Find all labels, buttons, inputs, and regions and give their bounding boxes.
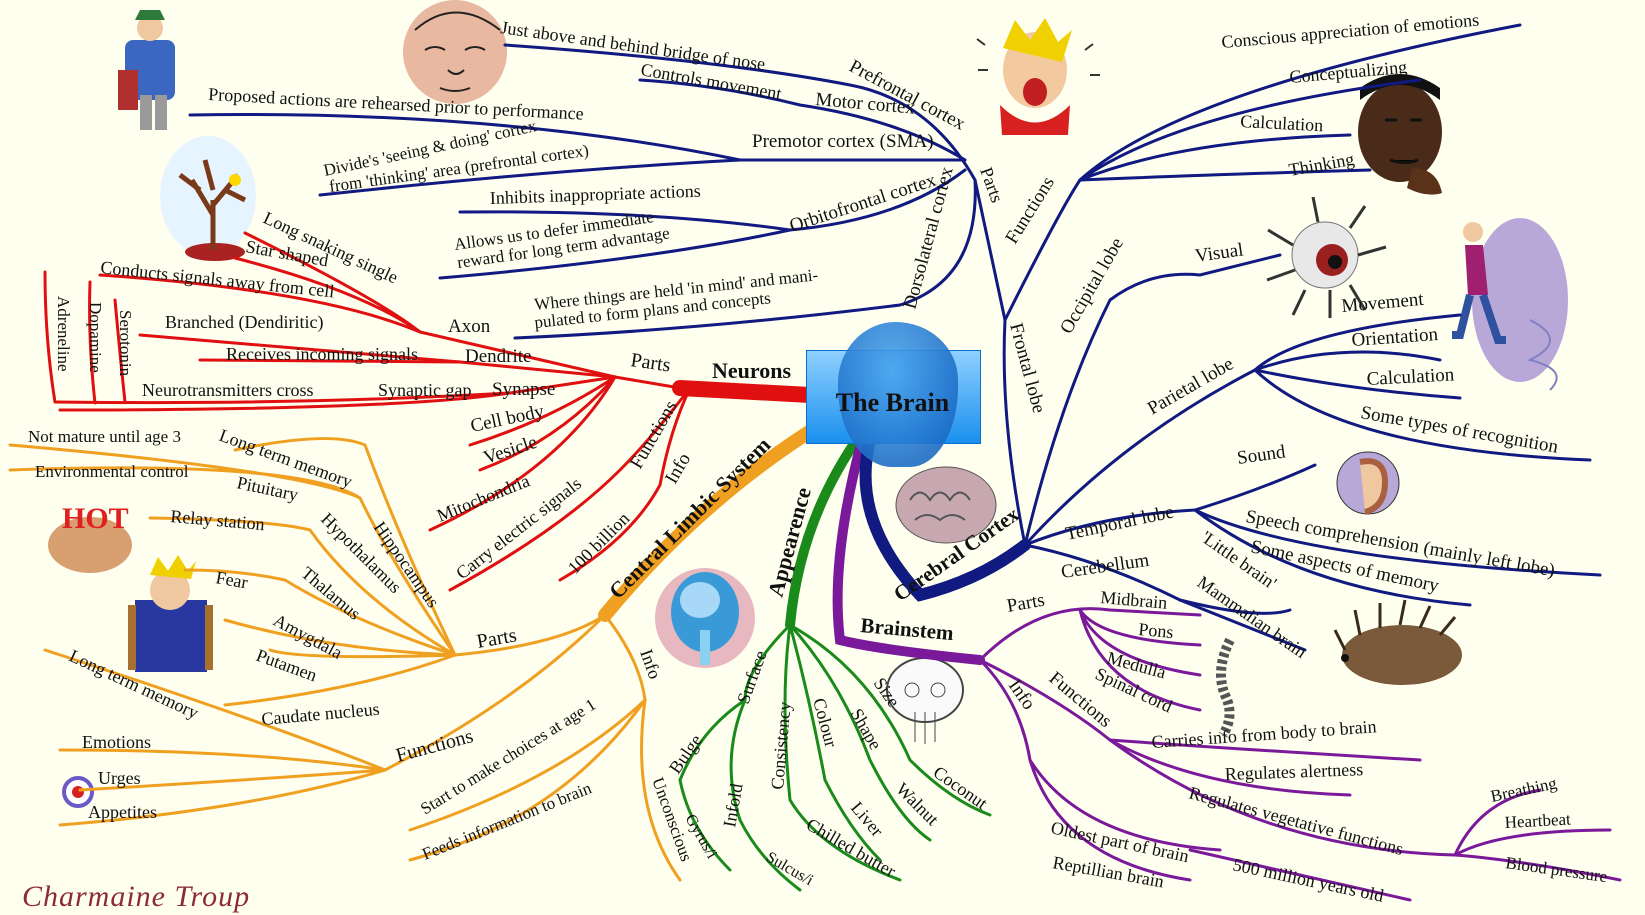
cortex-temporal-lobe: Temporal lobe	[1064, 501, 1176, 544]
man-sitting-icon	[118, 10, 175, 130]
face-icon	[403, 0, 507, 104]
connector-lines	[8, 23, 1622, 902]
tree-icon	[160, 136, 256, 261]
limbic-functions-label: Functions	[394, 725, 476, 767]
vegetative-blood-pressure: Blood pressure	[1504, 853, 1608, 886]
shouting-boy-icon	[976, 18, 1100, 135]
neurons-title: Neurons	[712, 358, 791, 383]
cerebellum-mammalian-brain: Mammalian brain	[1194, 572, 1311, 662]
thalamus-relay-station: Relay station	[170, 506, 266, 534]
shape-label: Shape	[847, 705, 886, 753]
svg-text:HOT: HOT	[62, 502, 129, 535]
neurons-parts-label: Parts	[629, 349, 672, 376]
function-appetites: Appetites	[88, 802, 157, 822]
hypothalamus-environmental-control: Environmental control	[35, 462, 189, 481]
author-signature: Charmaine Troup	[22, 880, 251, 913]
orbitofrontal-item-inhibits: Inhibits inappropriate actions	[489, 181, 701, 208]
running-man-icon	[1452, 218, 1568, 391]
dendrite-item-branched: Branched (Dendiritic)	[165, 312, 323, 333]
vegetative-heartbeat: Heartbeat	[1504, 810, 1571, 832]
info-reptillian-brain: Reptillian brain	[1051, 852, 1165, 891]
ear-icon	[1336, 451, 1400, 515]
function-alertness: Regulates alertness	[1224, 759, 1363, 784]
info-500-million: 500 million years old	[1231, 854, 1385, 905]
colour-liver: Liver	[847, 798, 887, 841]
brain-icon	[895, 466, 997, 544]
neurons-synapse: Synapse	[492, 379, 555, 400]
function-vegetative: Regulates vegetative functions	[1187, 783, 1406, 860]
surface-bulge: Bulge	[665, 731, 706, 778]
chemical-serotonin: Serotonin	[116, 310, 135, 377]
part-putamen: Putamen	[254, 645, 320, 685]
part-premotor-cortex: Premotor cortex (SMA)	[752, 131, 934, 152]
hedgehog-icon	[1333, 599, 1462, 685]
neurons-axon: Axon	[448, 316, 491, 337]
occipital-visual: Visual	[1194, 239, 1245, 267]
head-xray-icon	[655, 568, 755, 668]
dendrite-item-receives: Receives incoming signals	[226, 344, 418, 364]
head-silhouette-icon	[838, 322, 958, 467]
temporal-sound: Sound	[1236, 441, 1288, 469]
hippocampus-not-mature: Not mature until age 3	[28, 427, 181, 446]
function-calculation: Calculation	[1240, 111, 1324, 135]
surface-label: Surface	[733, 648, 771, 707]
chemical-dopamine: Dopamine	[86, 302, 105, 373]
chemical-adreneline: Adreneline	[54, 296, 73, 372]
spine-icon	[1216, 637, 1235, 738]
eyeball-icon	[1266, 196, 1387, 318]
frontal-functions-label: Functions	[1001, 173, 1059, 248]
size-coconut: Coconut	[930, 762, 991, 813]
function-urges: Urges	[98, 768, 141, 788]
prefrontal-item: Just above and behind bridge of nose	[499, 17, 766, 74]
center-title: The Brain	[835, 388, 950, 417]
cortex-occipital-lobe: Occipital lobe	[1056, 234, 1128, 337]
function-conscious-emotions: Conscious appreciation of emotions	[1221, 10, 1480, 52]
parietal-calculation: Calculation	[1366, 364, 1455, 390]
scared-boy-icon	[128, 555, 213, 672]
thinking-man-icon	[1358, 74, 1442, 195]
part-orbitofrontal-cortex: Orbitofrontal cortex	[787, 170, 939, 237]
brainstem-info-label: Info	[1004, 676, 1039, 714]
neurons-dendrite: Dendrite	[465, 346, 531, 367]
cortex-cerebellum: Cerebellum	[1060, 550, 1151, 583]
consistency-label: Consistency	[767, 701, 795, 790]
vegetative-breathing: Breathing	[1489, 773, 1559, 806]
cortex-frontal-lobe: Frontal lobe	[1005, 321, 1049, 416]
neurons-neurotransmitters: Neurotransmitters cross	[142, 380, 313, 400]
hot-icon: HOT	[48, 502, 132, 573]
amygdala-fear: Fear	[214, 567, 249, 592]
function-carries-info: Carries info from body to brain	[1151, 716, 1377, 752]
brainstem-title: Brainstem	[860, 613, 956, 645]
shape-walnut: Walnut	[892, 779, 943, 830]
target-icon	[62, 776, 94, 808]
part-caudate-nucleus: Caudate nucleus	[261, 699, 381, 729]
part-pons: Pons	[1138, 619, 1175, 642]
function-thinking: Thinking	[1287, 149, 1355, 180]
function-emotions: Emotions	[82, 732, 151, 752]
brainstem-parts-label: Parts	[1005, 590, 1046, 617]
frontal-parts-label: Parts	[976, 165, 1007, 206]
neurons-synaptic-gap: Synaptic gap	[378, 380, 471, 400]
